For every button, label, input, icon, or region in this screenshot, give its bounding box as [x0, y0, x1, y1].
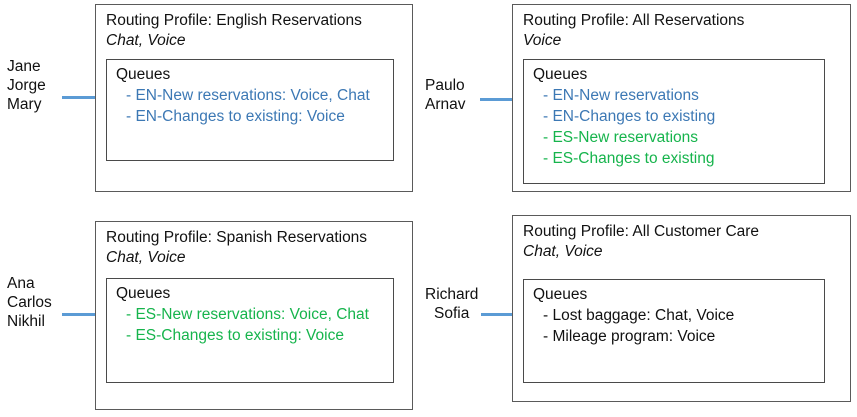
queue-list: - EN-New reservations: Voice, Chat - EN-… [126, 85, 370, 127]
routing-profile-card-all-customer-care[interactable]: Routing Profile: All Customer Care Chat,… [512, 215, 851, 402]
queue-label: ES-Changes to existing [552, 150, 715, 167]
agent-name: Carlos [7, 294, 52, 311]
profile-channels: Chat, Voice [106, 249, 186, 266]
agent-name: Arnav [425, 96, 466, 113]
queue-bullet-dash: - [126, 108, 136, 125]
queue-label: EN-New reservations [552, 87, 699, 104]
queue-item[interactable]: - ES-Changes to existing: Voice [126, 325, 369, 346]
profile-title: Routing Profile: All Customer Care [523, 223, 760, 240]
profile-channels: Voice [523, 32, 562, 49]
agent-group-all-customer-care: Richard Sofia [425, 285, 478, 323]
queue-list: - Lost baggage: Chat, Voice - Mileage pr… [543, 305, 734, 347]
queue-list: - ES-New reservations: Voice, Chat - ES-… [126, 304, 369, 346]
queue-bullet-dash: - [543, 307, 553, 324]
agent-name: Mary [7, 96, 42, 113]
queue-bullet-dash: - [126, 327, 136, 344]
queue-label: EN-Changes to existing: Voice [135, 108, 345, 125]
queue-item[interactable]: - EN-Changes to existing: Voice [126, 106, 370, 127]
connector-line-english-reservations [62, 96, 98, 99]
queue-label: EN-New reservations: Voice, Chat [135, 87, 370, 104]
queue-item[interactable]: - ES-New reservations [543, 127, 715, 148]
profile-title: Routing Profile: Spanish Reservations [106, 229, 368, 246]
routing-profile-card-english-reservations[interactable]: Routing Profile: English Reservations Ch… [95, 4, 413, 192]
queue-bullet-dash: - [543, 328, 553, 345]
queue-label: Mileage program: Voice [552, 328, 716, 345]
queue-label: ES-New reservations: Voice, Chat [135, 306, 369, 323]
connector-line-spanish-reservations [62, 313, 98, 316]
queues-heading: Queues [533, 286, 588, 303]
queues-heading: Queues [533, 66, 588, 83]
queue-label: EN-Changes to existing [552, 108, 716, 125]
profile-title: Routing Profile: English Reservations [106, 12, 362, 29]
connector-line-all-customer-care [481, 313, 513, 316]
queue-item[interactable]: - Mileage program: Voice [543, 326, 734, 347]
agent-name: Jane [7, 58, 41, 75]
queue-item[interactable]: - EN-Changes to existing [543, 106, 715, 127]
agent-group-all-reservations: Paulo Arnav [425, 76, 466, 114]
queue-label: Lost baggage: Chat, Voice [552, 307, 735, 324]
agent-name: Nikhil [7, 313, 45, 330]
agent-group-english-reservations: Jane Jorge Mary [7, 57, 46, 114]
profile-channels: Chat, Voice [106, 32, 186, 49]
queue-bullet-dash: - [126, 87, 136, 104]
queues-box: Queues - EN-New reservations - EN-Change… [523, 59, 825, 184]
queues-heading: Queues [116, 66, 171, 83]
queue-item[interactable]: - EN-New reservations: Voice, Chat [126, 85, 370, 106]
agent-name: Paulo [425, 77, 465, 94]
routing-profile-card-all-reservations[interactable]: Routing Profile: All Reservations Voice … [512, 4, 851, 192]
queue-bullet-dash: - [543, 129, 553, 146]
profile-title: Routing Profile: All Reservations [523, 12, 745, 29]
queue-label: ES-Changes to existing: Voice [135, 327, 344, 344]
profile-channels: Chat, Voice [523, 243, 603, 260]
agent-name: Richard [425, 286, 479, 303]
queue-label: ES-New reservations [552, 129, 699, 146]
queue-item[interactable]: - ES-New reservations: Voice, Chat [126, 304, 369, 325]
queues-box: Queues - Lost baggage: Chat, Voice - Mil… [523, 279, 825, 383]
queue-bullet-dash: - [543, 108, 553, 125]
queue-bullet-dash: - [126, 306, 136, 323]
queues-box: Queues - EN-New reservations: Voice, Cha… [106, 59, 394, 161]
queue-item[interactable]: - EN-New reservations [543, 85, 715, 106]
queue-list: - EN-New reservations - EN-Changes to ex… [543, 85, 715, 169]
agent-name: Sofia [434, 305, 470, 322]
agent-name: Ana [7, 275, 35, 292]
queues-heading: Queues [116, 285, 171, 302]
queue-bullet-dash: - [543, 150, 553, 167]
agent-name: Jorge [7, 77, 46, 94]
routing-profile-card-spanish-reservations[interactable]: Routing Profile: Spanish Reservations Ch… [95, 221, 413, 410]
queues-box: Queues - ES-New reservations: Voice, Cha… [106, 278, 394, 383]
agent-group-spanish-reservations: Ana Carlos Nikhil [7, 274, 52, 331]
queue-item[interactable]: - Lost baggage: Chat, Voice [543, 305, 734, 326]
connector-line-all-reservations [480, 98, 513, 101]
queue-item[interactable]: - ES-Changes to existing [543, 148, 715, 169]
queue-bullet-dash: - [543, 87, 553, 104]
